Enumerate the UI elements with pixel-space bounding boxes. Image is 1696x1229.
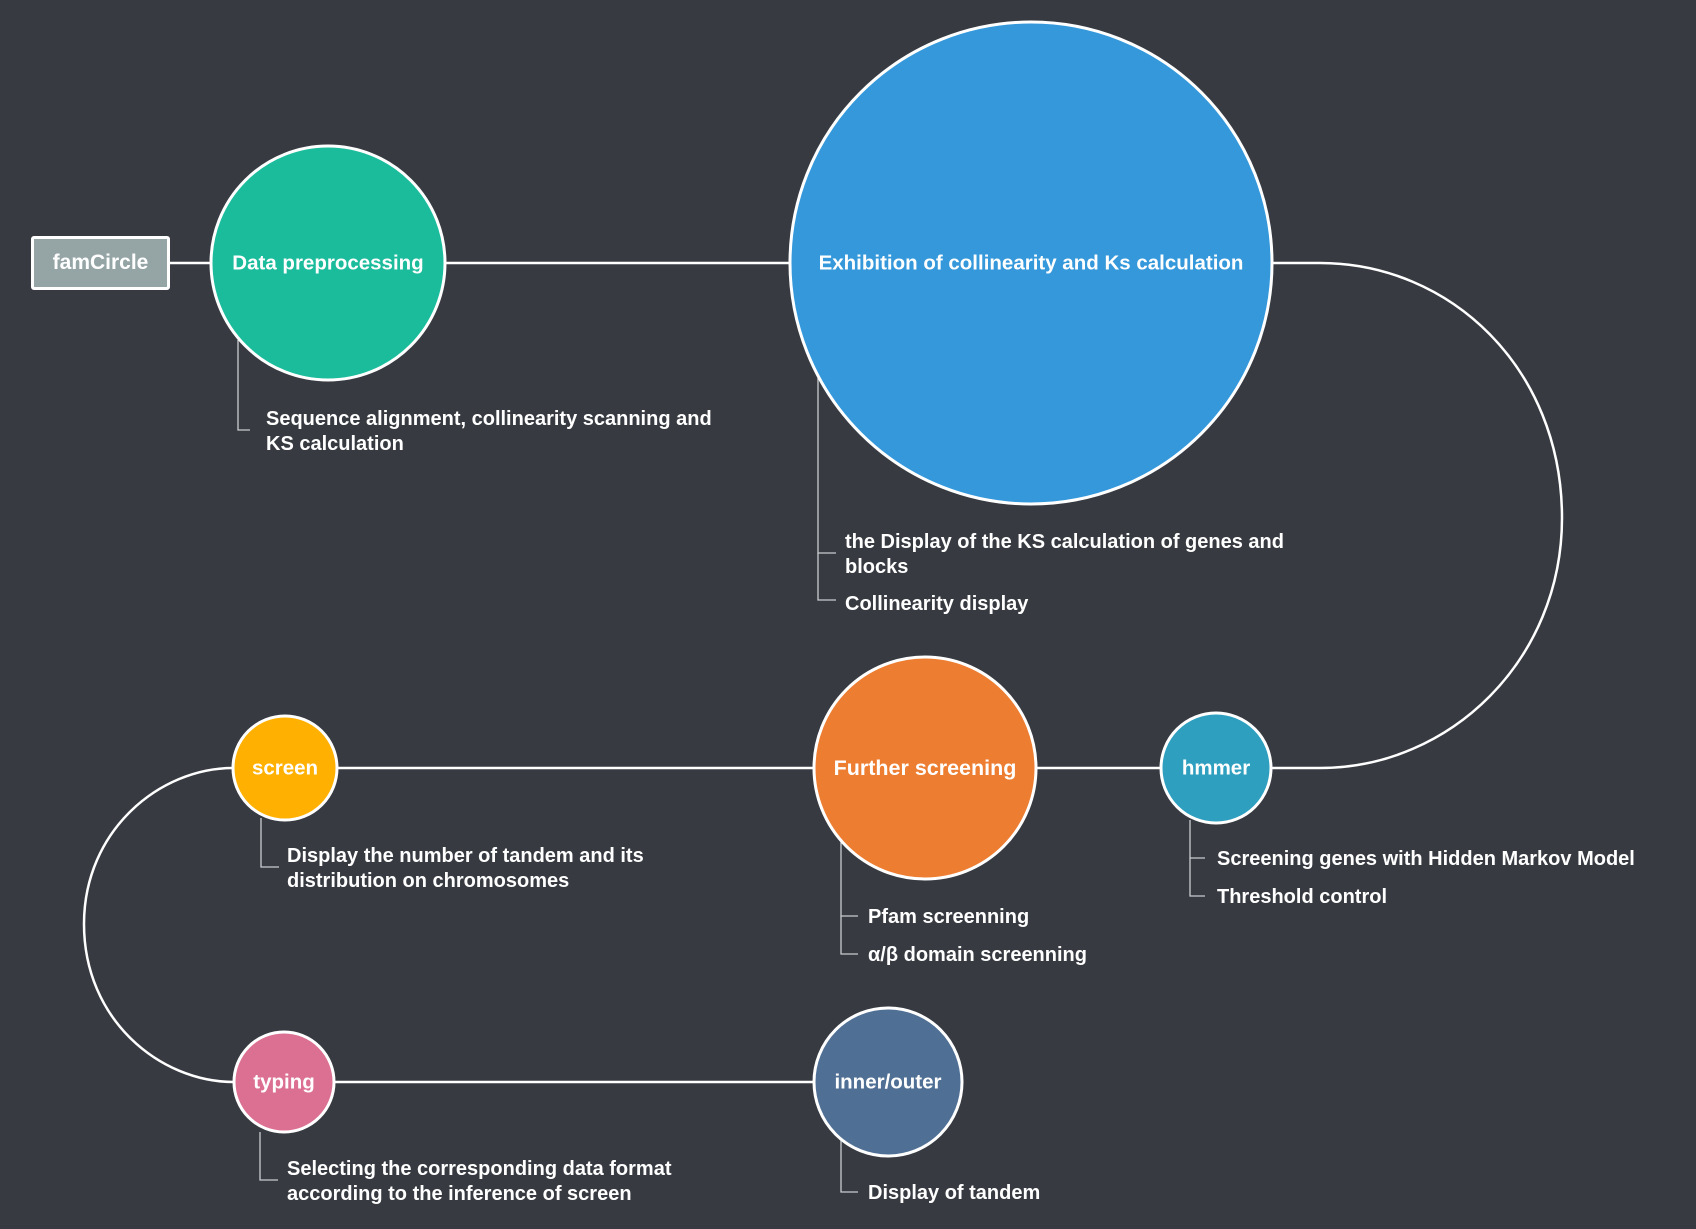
- note-hmmer-screening-text: Screening genes with Hidden Markov Model: [1217, 848, 1635, 870]
- note-exhibition-ks-display-line-1: the Display of the KS calculation of gen…: [845, 531, 1284, 553]
- node-screen-circle: [231, 714, 339, 822]
- note-threshold-control-text: Threshold control: [1217, 886, 1387, 908]
- root-topic-famcircle[interactable]: famCircle: [31, 236, 170, 290]
- node-typing[interactable]: typing: [232, 1030, 336, 1134]
- node-screen[interactable]: screen: [231, 714, 339, 822]
- note-preprocessing-line-1: Sequence alignment, collinearity scannin…: [266, 408, 712, 430]
- note-screen[interactable]: Display the number of tandem and its dis…: [287, 844, 644, 894]
- note-exhibition-ks-display-line-2: blocks: [845, 556, 909, 578]
- note-typing[interactable]: Selecting the corresponding data format …: [287, 1157, 672, 1207]
- node-typing-label: typing: [253, 1071, 315, 1094]
- note-domain-screening-text: α/β domain screenning: [868, 944, 1087, 966]
- note-pfam-screening[interactable]: Pfam screenning: [868, 905, 1029, 930]
- node-inner-outer[interactable]: inner/outer: [812, 1006, 964, 1158]
- note-inner-outer[interactable]: Display of tandem: [868, 1181, 1040, 1206]
- node-inner-outer-label: inner/outer: [834, 1071, 941, 1094]
- bracket-exhibition-2: [817, 553, 836, 601]
- bracket-hmmer-2: [1189, 858, 1205, 897]
- node-exhibition[interactable]: Exhibition of collinearity and Ks calcul…: [788, 20, 1274, 506]
- node-further-screening[interactable]: Further screening: [812, 655, 1038, 881]
- node-hmmer-circle: [1159, 711, 1273, 825]
- note-pfam-screening-text: Pfam screenning: [868, 906, 1030, 928]
- bracket-further-2: [840, 916, 858, 955]
- bracket-hmmer-1: [1189, 820, 1205, 859]
- connector-screen-typing: [82, 766, 235, 1084]
- note-collinearity-display-text: Collinearity display: [845, 593, 1029, 615]
- node-further-screening-circle: [812, 655, 1038, 881]
- note-collinearity-display[interactable]: Collinearity display: [845, 592, 1028, 617]
- node-hmmer[interactable]: hmmer: [1159, 711, 1273, 825]
- bracket-preprocessing: [237, 340, 250, 431]
- node-typing-circle: [232, 1030, 336, 1134]
- note-domain-screening[interactable]: α/β domain screenning: [868, 943, 1087, 968]
- bracket-exhibition-1: [817, 378, 836, 554]
- node-exhibition-circle: [788, 20, 1274, 506]
- note-hmmer-screening[interactable]: Screening genes with Hidden Markov Model: [1217, 847, 1635, 872]
- node-data-preprocessing-circle: [209, 144, 447, 382]
- node-data-preprocessing[interactable]: Data preprocessing: [209, 144, 447, 382]
- note-screen-line-2: distribution on chromosomes: [287, 870, 570, 892]
- note-preprocessing[interactable]: Sequence alignment, collinearity scannin…: [266, 407, 712, 457]
- node-screen-label: screen: [252, 757, 318, 780]
- node-inner-outer-circle: [812, 1006, 964, 1158]
- note-exhibition-ks-display[interactable]: the Display of the KS calculation of gen…: [845, 530, 1284, 580]
- bracket-innerouter: [840, 1140, 858, 1193]
- note-screen-line-1: Display the number of tandem and its: [287, 845, 644, 867]
- node-exhibition-label: Exhibition of collinearity and Ks calcul…: [819, 252, 1244, 275]
- bracket-typing: [259, 1132, 278, 1181]
- note-typing-line-1: Selecting the corresponding data format: [287, 1158, 672, 1180]
- note-preprocessing-line-2: KS calculation: [266, 433, 404, 455]
- node-hmmer-label: hmmer: [1182, 757, 1250, 780]
- connector-lines: [82, 261, 1564, 1084]
- node-further-screening-label: Further screening: [834, 756, 1017, 780]
- note-inner-outer-text: Display of tandem: [868, 1182, 1041, 1204]
- subtopic-brackets: [237, 340, 1205, 1193]
- node-data-preprocessing-label: Data preprocessing: [232, 252, 423, 275]
- note-typing-line-2: according to the inference of screen: [287, 1183, 632, 1205]
- bracket-screen: [260, 818, 279, 868]
- connector-exhibition-hmmer: [1272, 261, 1564, 770]
- root-topic-label: famCircle: [52, 251, 149, 274]
- note-threshold-control[interactable]: Threshold control: [1217, 885, 1387, 910]
